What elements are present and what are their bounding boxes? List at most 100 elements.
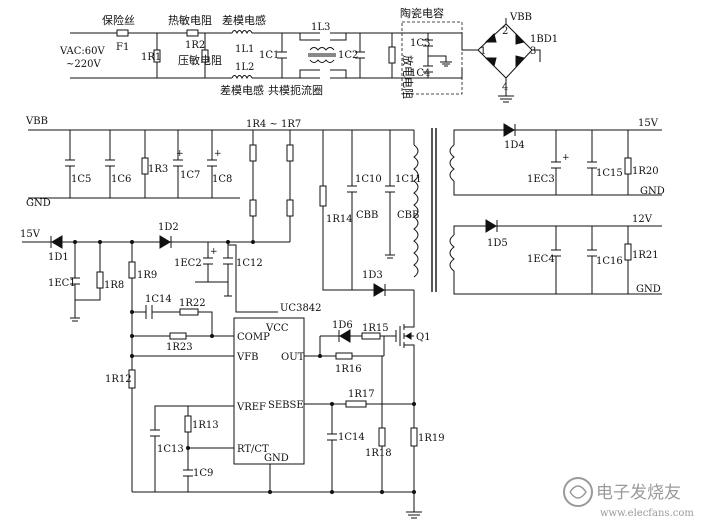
output-12v-section: 12V 1D5 1EC4 1C16 1R21 GND <box>449 214 662 295</box>
thermistor-label: 热敏电阻 <box>168 13 212 27</box>
resistor-r7 <box>286 199 294 217</box>
watermark-logo-icon <box>563 477 593 507</box>
discharge-resistor <box>388 46 396 64</box>
watermark-text: 电子发烧友 <box>596 483 681 503</box>
controller-section: UC3842 COMP VFB VREF RT/CT VCC OUT SEBSE… <box>73 240 445 519</box>
r15-label: 1R15 <box>362 323 389 334</box>
capacitor-c10 <box>347 130 357 290</box>
ec3-plus-icon: + <box>562 153 570 163</box>
capacitor-c13 <box>150 429 160 437</box>
c12-label: 1C12 <box>236 258 263 269</box>
d1-label: 1D1 <box>48 252 69 263</box>
pin-rtct-label: RT/CT <box>237 444 269 455</box>
r8-label: 1R8 <box>104 280 124 291</box>
c7-label: 1C7 <box>180 170 200 181</box>
bus-vbb-label: VBB <box>25 116 48 127</box>
r23-label: 1R23 <box>166 342 193 353</box>
l3-label: 1L3 <box>311 22 330 33</box>
uc3842-chip <box>233 317 305 465</box>
capacitor-c11 <box>385 130 395 259</box>
capacitor-c1 <box>277 33 287 78</box>
input-filter-section: VAC:60V ~220V 保险丝 F1 1R1 热敏电阻 1R2 压敏电阻 差… <box>59 6 558 103</box>
pin1-label: 1 <box>480 46 486 57</box>
capacitor-ec4 <box>551 226 561 294</box>
q1-label: Q1 <box>416 332 431 343</box>
ceramic-cap-label: 陶瓷电容 <box>400 6 444 20</box>
fuse-f1 <box>116 29 129 37</box>
d4-label: 1D4 <box>504 140 525 151</box>
c13-label: 1C13 <box>157 444 184 455</box>
pin3-label: 3 <box>530 46 536 57</box>
r19-label: 1R19 <box>418 433 445 444</box>
discharge-res-label: 放电电阻 <box>401 55 415 99</box>
aux-supply-section: + 15V 1D1 1D2 1EC1 1R8 1R9 1EC2 1C12 <box>20 222 290 492</box>
dm-inductor-bottom-label: 差模电感 <box>220 83 264 97</box>
c14b-label: 1C14 <box>338 432 365 443</box>
resistor-r21 <box>624 243 632 261</box>
c7-plus-icon: + <box>176 149 184 159</box>
aux-15v-label: 15V <box>20 229 41 240</box>
c8-plus-icon: + <box>214 149 222 159</box>
pin-out-label: OUT <box>281 352 305 363</box>
r9-label: 1R9 <box>137 270 157 281</box>
resistor-r17 <box>345 400 367 408</box>
fuse-ref: F1 <box>116 42 129 53</box>
pin-gnd-label: GND <box>264 453 289 464</box>
capacitor-c5 <box>65 130 75 198</box>
cm-choke-label: 共模扼流圈 <box>268 83 323 97</box>
capacitor-c2 <box>355 33 365 78</box>
r13-label: 1R13 <box>192 420 219 431</box>
resistor-r18 <box>378 427 386 447</box>
gnd1-label: GND <box>640 186 665 197</box>
secondary-winding-15v <box>449 144 455 182</box>
pin-sense-label: SEBSE <box>268 400 304 411</box>
ec3-label: 1EC3 <box>527 174 555 185</box>
pin-comp-label: COMP <box>237 332 270 343</box>
r20-label: 1R20 <box>632 166 659 177</box>
diode-d6 <box>339 329 351 343</box>
watermark: 电子发烧友 www.elecfans.com <box>563 477 694 519</box>
c5-label: 1C5 <box>71 174 91 185</box>
c6-label: 1C6 <box>111 174 131 185</box>
c14a-label: 1C14 <box>145 294 172 305</box>
capacitor-c9 <box>183 469 193 477</box>
diode-d4 <box>503 123 515 137</box>
mosfet-q1 <box>399 315 415 404</box>
r16-label: 1R16 <box>335 364 362 375</box>
diode-d2 <box>159 235 171 249</box>
resistor-r23 <box>169 332 187 340</box>
capacitor-c15 <box>587 130 597 195</box>
bus-gnd-label: GND <box>26 198 51 209</box>
capacitor-ec1 <box>70 242 80 322</box>
l1-label: 1L1 <box>235 44 254 55</box>
d2-label: 1D2 <box>158 222 179 233</box>
ec2-label: 1EC2 <box>174 258 202 269</box>
bridge-vbb-label: VBB <box>509 12 532 23</box>
bridge-rectifier <box>477 18 541 103</box>
c1-label: 1C1 <box>259 50 279 61</box>
resistor-r5 <box>249 199 257 217</box>
diode-d3 <box>373 283 385 297</box>
cbb2-label: CBB <box>397 210 419 221</box>
c11-label: 1C11 <box>395 174 422 185</box>
r3-label: 1R3 <box>148 164 168 175</box>
inductor-l2 <box>231 75 253 80</box>
common-mode-choke-l3 <box>299 33 347 78</box>
capacitor-c14b <box>327 404 337 492</box>
resistor-r20 <box>624 157 632 175</box>
ec1-label: 1EC1 <box>48 278 76 289</box>
r21-label: 1R21 <box>632 250 659 261</box>
ground-symbol <box>406 511 422 519</box>
ceramic-cap-box <box>401 21 463 95</box>
thermistor-r2 <box>186 29 199 37</box>
vbb-bus-section: + + VBB GND 1C5 1C6 1R3 1C7 1C8 1R4 ~ 1R… <box>25 116 437 315</box>
resistor-r6 <box>286 144 294 162</box>
varistor <box>201 49 209 63</box>
resistor-r14 <box>319 185 327 207</box>
r22-label: 1R22 <box>179 298 206 309</box>
watermark-url: www.elecfans.com <box>600 508 694 519</box>
transformer-primary <box>413 144 419 278</box>
pin4-label: 4 <box>502 82 508 93</box>
d6-label: 1D6 <box>332 320 353 331</box>
